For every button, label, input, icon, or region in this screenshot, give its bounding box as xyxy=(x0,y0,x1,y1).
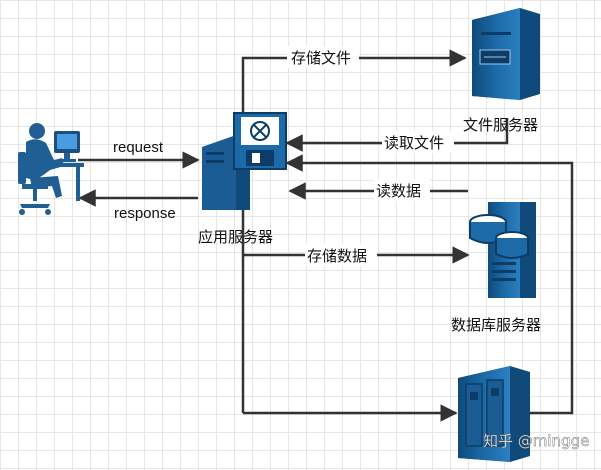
read-file-label: 读取文件 xyxy=(384,134,444,152)
store-file-arrow xyxy=(241,49,467,115)
server-rack-icon xyxy=(458,366,530,462)
app-server-label: 应用服务器 xyxy=(198,228,273,246)
store-data-label: 存储数据 xyxy=(307,247,367,265)
request-label: request xyxy=(113,139,164,156)
backup-loop-arrow xyxy=(285,154,574,415)
store-file-label: 存储文件 xyxy=(291,49,351,67)
watermark: 知乎 @mingge xyxy=(483,432,589,450)
file-server-label: 文件服务器 xyxy=(463,116,538,134)
database-server-icon xyxy=(469,202,536,298)
read-data-label: 读数据 xyxy=(376,182,421,200)
db-server-label: 数据库服务器 xyxy=(451,316,541,334)
file-server-icon xyxy=(472,8,540,100)
read-file-arrow xyxy=(285,118,509,152)
floppy-disk-icon xyxy=(233,112,287,170)
application-server-icon xyxy=(202,112,287,210)
response-label: response xyxy=(114,205,176,222)
user-at-computer-icon xyxy=(18,123,84,215)
